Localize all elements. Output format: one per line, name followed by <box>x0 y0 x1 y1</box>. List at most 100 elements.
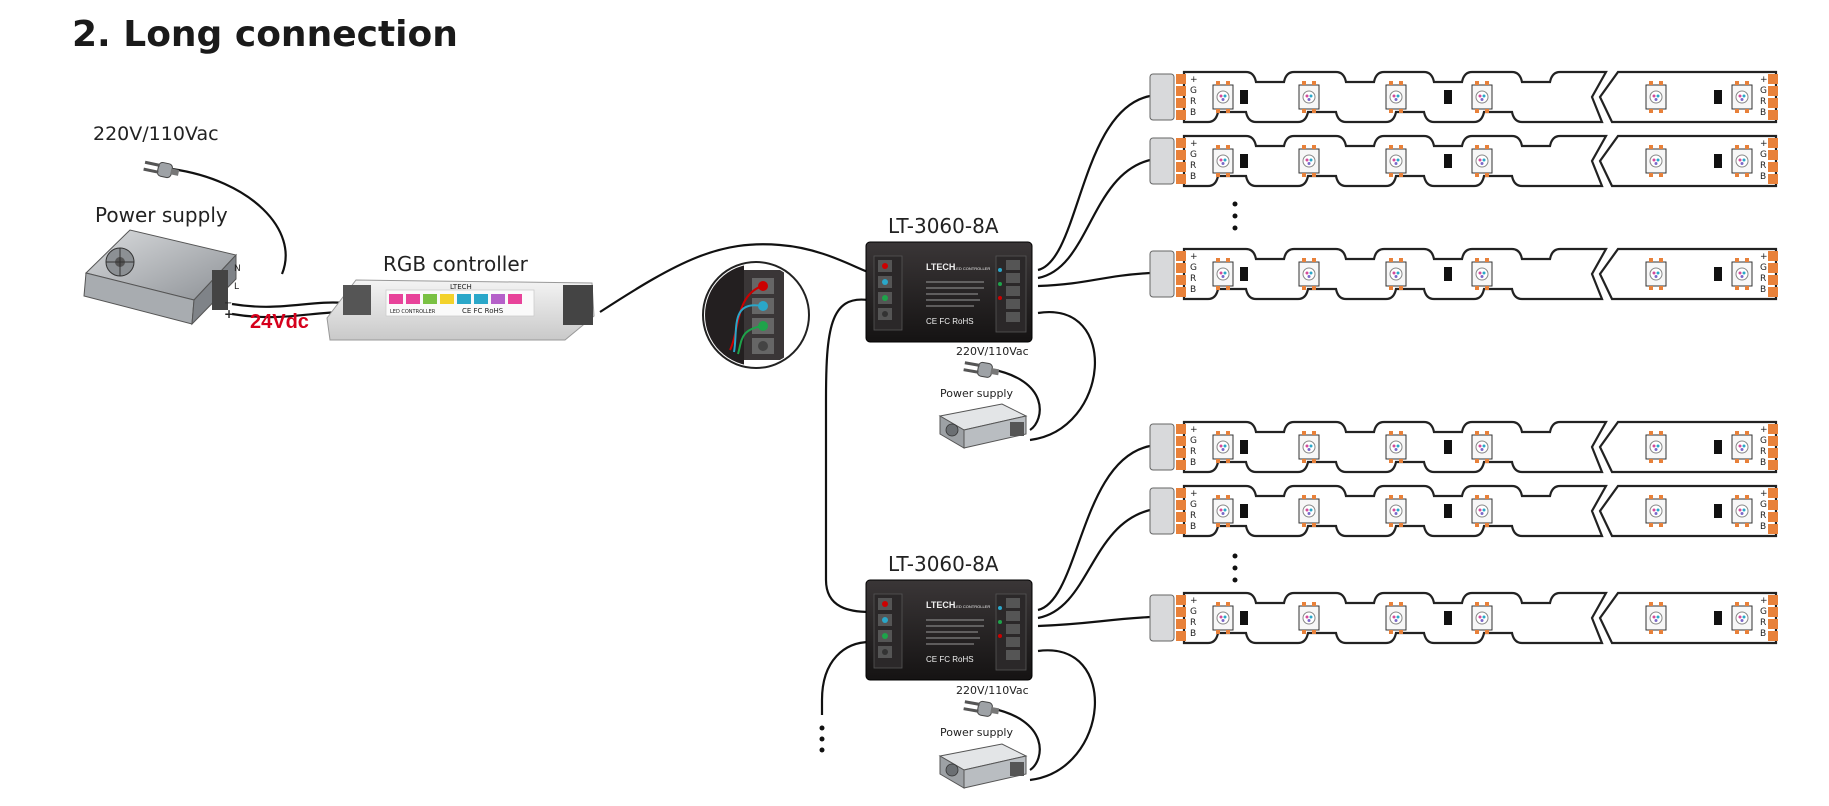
strip-pin-left-4-1: G <box>1190 436 1197 446</box>
continuation-dots-top-strips <box>1232 201 1238 231</box>
strip-pin-left-4-2: R <box>1190 447 1196 457</box>
strip-pin-right-3-1: G <box>1760 263 1767 273</box>
strip-pin-right-4-0: + <box>1760 425 1768 435</box>
strip-pin-left-6-1: G <box>1190 607 1197 617</box>
page-title: 2. Long connection <box>72 14 458 55</box>
strip-pin-left-5-2: R <box>1190 511 1196 521</box>
top-mains-plug-icon <box>962 358 1001 380</box>
amp-top-strip1-wire <box>1037 94 1151 272</box>
strip-pin-right-5-2: R <box>1760 511 1766 521</box>
rgb-controller-icon: LTECH LED CONTROLLER CE FC RoHS <box>326 279 595 341</box>
strip-pin-right-1-2: R <box>1760 97 1766 107</box>
strip-pin-right-3-0: + <box>1760 252 1768 262</box>
strip-pin-left-2-1: G <box>1190 150 1197 160</box>
strip-pin-left-5-3: B <box>1190 522 1196 532</box>
strip-connector-6 <box>1149 594 1175 642</box>
amp-bottom-strip1-wire <box>1037 444 1151 612</box>
strip-pin-left-3-2: R <box>1190 274 1196 284</box>
strip-pin-left-6-3: B <box>1190 629 1196 639</box>
main-mains-cable <box>171 167 287 275</box>
amp-link-wire <box>824 298 871 614</box>
main-power-supply-icon: N L − + <box>83 229 241 326</box>
strip-pin-left-6-2: R <box>1190 618 1196 628</box>
strip-pin-left-1-3: B <box>1190 108 1196 118</box>
continuation-dots-amps <box>819 725 825 753</box>
vdc-label: 24Vdc <box>250 311 309 333</box>
strip-pin-left-6-0: + <box>1190 596 1198 606</box>
strip-pin-left-1-2: R <box>1190 97 1196 107</box>
controller-sub: LED CONTROLLER <box>390 309 436 315</box>
strip-pin-right-1-3: B <box>1760 108 1766 118</box>
strip-pin-left-4-0: + <box>1190 425 1198 435</box>
amp-top-device: LTECH LED CONTROLLER CE FC RoHS <box>865 241 1033 343</box>
strip-pin-right-4-1: G <box>1760 436 1767 446</box>
ps-terminal-minus: − <box>224 298 232 309</box>
ps-terminal-plus: + <box>224 307 234 321</box>
strip-pin-left-2-0: + <box>1190 139 1198 149</box>
bottom-power-supply-icon <box>939 743 1027 789</box>
bottom-power-supply-label: Power supply <box>940 726 1013 739</box>
amp-bottom-label: LT-3060-8A <box>888 552 999 576</box>
strip-pin-right-6-0: + <box>1760 596 1768 606</box>
amp-top-strip2-wire <box>1037 158 1151 280</box>
bottom-mains-cable <box>989 706 1041 771</box>
strip-pin-left-5-0: + <box>1190 489 1198 499</box>
strip-connector-3 <box>1149 250 1175 298</box>
amp-top-power-wire <box>1029 311 1096 442</box>
strip-pin-right-2-2: R <box>1760 161 1766 171</box>
amp-top-brand-sub: LED CONTROLLER <box>954 266 990 271</box>
strip-pin-right-4-3: B <box>1760 458 1766 468</box>
bottom-mains-label: 220V/110Vac <box>956 684 1029 697</box>
amp-bottom-strip2-wire <box>1037 508 1151 620</box>
strip-pin-left-1-0: + <box>1190 75 1198 85</box>
strip-pin-left-3-3: B <box>1190 285 1196 295</box>
strip-pin-right-6-3: B <box>1760 629 1766 639</box>
controller-brand: LTECH <box>450 283 472 291</box>
controller-cert: CE FC RoHS <box>462 307 504 315</box>
amp-top-brand: LTECH <box>926 262 955 272</box>
strip-pin-right-2-3: B <box>1760 172 1766 182</box>
strip-pin-right-3-3: B <box>1760 285 1766 295</box>
bottom-mains-plug-icon <box>962 697 1001 719</box>
main-mains-plug-icon <box>142 158 181 181</box>
main-mains-label: 220V/110Vac <box>93 123 219 145</box>
strip-pin-right-6-1: G <box>1760 607 1767 617</box>
top-mains-label: 220V/110Vac <box>956 345 1029 358</box>
amp-bottom-brand-sub: LED CONTROLLER <box>954 604 990 609</box>
amp-bottom-device: LTECH LED CONTROLLER CE FC RoHS <box>865 579 1033 681</box>
amp-top-cert: CE FC RoHS <box>926 317 974 326</box>
strip-pin-right-5-3: B <box>1760 522 1766 532</box>
strip-connector-5 <box>1149 487 1175 535</box>
amp-bottom-power-wire <box>1029 649 1096 782</box>
amp-bottom-strip3-wire <box>1037 615 1151 628</box>
amp-onward-wire <box>820 640 871 715</box>
strip-pin-left-3-0: + <box>1190 252 1198 262</box>
strip-pin-right-5-1: G <box>1760 500 1767 510</box>
top-power-supply-label: Power supply <box>940 387 1013 400</box>
ps-terminal-n: N <box>234 264 241 274</box>
terminal-zoom-detail <box>702 261 810 369</box>
strip-connector-1 <box>1149 73 1175 121</box>
strip-pin-right-6-2: R <box>1760 618 1766 628</box>
strip-pin-right-4-2: R <box>1760 447 1766 457</box>
strip-pin-right-2-0: + <box>1760 139 1768 149</box>
amp-top-label: LT-3060-8A <box>888 214 999 238</box>
amp-bottom-cert: CE FC RoHS <box>926 655 974 664</box>
continuation-dots-bottom-strips <box>1232 553 1238 583</box>
amp-top-strip3-wire <box>1037 271 1151 288</box>
strip-connector-4 <box>1149 423 1175 471</box>
main-power-supply-label: Power supply <box>95 203 228 227</box>
strip-pin-left-2-2: R <box>1190 161 1196 171</box>
strip-pin-left-3-1: G <box>1190 263 1197 273</box>
top-mains-cable <box>989 367 1041 431</box>
ps-to-controller-wire <box>231 301 346 308</box>
strip-pin-left-5-1: G <box>1190 500 1197 510</box>
strip-pin-left-2-3: B <box>1190 172 1196 182</box>
strip-pin-left-4-3: B <box>1190 458 1196 468</box>
